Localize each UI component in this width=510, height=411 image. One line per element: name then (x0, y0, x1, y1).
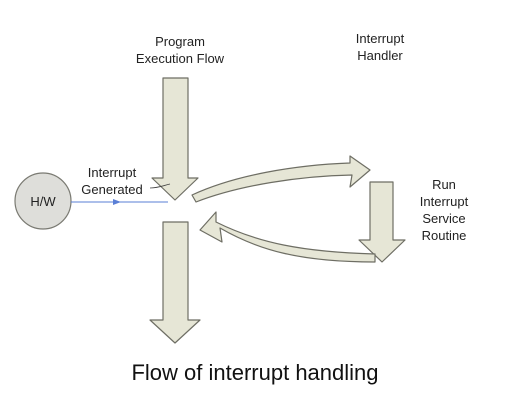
program-execution-flow-line-1: Program (155, 34, 205, 49)
run-isr-label: Run Interrupt Service Routine (404, 176, 484, 244)
interrupt-generated-label: Interrupt Generated (72, 164, 152, 198)
hw-circle (14, 172, 72, 230)
program-execution-flow-label: Program Execution Flow (118, 33, 242, 67)
diagram-caption: Flow of interrupt handling (131, 360, 379, 385)
program-flow-arrow-lower (149, 221, 201, 344)
isr-down-arrow (358, 181, 406, 263)
run-isr-line-4: Routine (421, 228, 467, 243)
hw-text: H/W (30, 194, 56, 209)
program-execution-flow-line-2: Execution Flow (135, 51, 225, 66)
run-isr-line-2: Interrupt (419, 194, 469, 209)
interrupt-handler-line-2: Handler (357, 48, 403, 63)
interrupt-signal-arrowhead (113, 199, 121, 205)
program-flow-arrow-upper (151, 77, 199, 201)
run-isr-line-3: Service (422, 211, 466, 226)
run-isr-line-1: Run (432, 177, 456, 192)
interrupt-generated-line-1: Interrupt (87, 165, 137, 180)
jump-to-handler-arrow (191, 155, 371, 203)
generated-leader-line (149, 183, 171, 189)
interrupt-handler-label: Interrupt Handler (340, 30, 420, 64)
hw-label: H/W (15, 193, 71, 210)
interrupt-generated-line-2: Generated (81, 182, 143, 197)
return-arrow (199, 211, 376, 263)
interrupt-handler-line-1: Interrupt (355, 31, 405, 46)
